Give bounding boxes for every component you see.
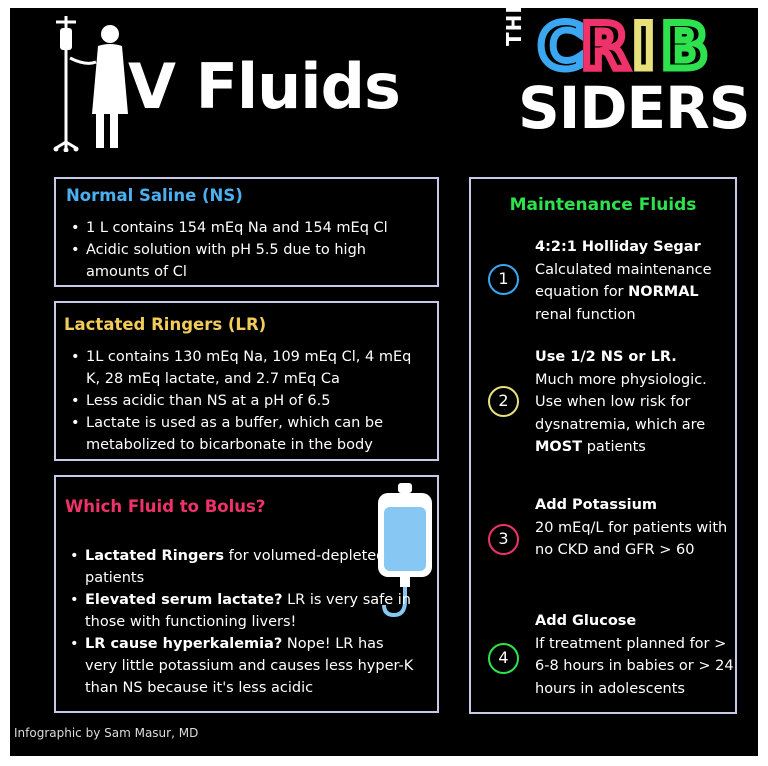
step-number-badge: 1 [488, 264, 519, 295]
normal-saline-card: Normal Saline (NS) 1 L contains 154 mEq … [54, 177, 439, 287]
maintenance-title: Maintenance Fluids [509, 195, 697, 215]
step-title: Add Potassium [535, 497, 657, 513]
list-item: Acidic solution with pH 5.5 due to high … [66, 239, 421, 283]
crib-letters: C R I B [536, 14, 712, 76]
bolus-card: Which Fluid to Bolus? Lactated Ringers f… [54, 475, 439, 713]
list-item: Elevated serum lactate? LR is very safe … [65, 589, 420, 633]
list-item: LR cause hyperkalemia? Nope! LR has very… [65, 633, 420, 699]
page-title: V Fluids [128, 50, 401, 123]
normal-saline-list: 1 L contains 154 mEq Na and 154 mEq Cl A… [66, 217, 421, 283]
svg-text:C: C [538, 14, 584, 76]
bolus-title: Which Fluid to Bolus? [65, 497, 266, 516]
brand-logo: THE C R I B SIDERS [502, 0, 751, 144]
svg-text:I: I [632, 14, 655, 76]
step-text: Use 1/2 NS or LR.Much more physiologic. … [535, 346, 735, 459]
lactated-ringers-title: Lactated Ringers (LR) [64, 315, 267, 334]
list-item: 1L contains 130 mEq Na, 109 mEq Cl, 4 mE… [66, 346, 421, 390]
list-item: Lactated Ringers for volumed-depleted pa… [65, 545, 420, 589]
normal-saline-title: Normal Saline (NS) [66, 186, 243, 205]
step-title: Use 1/2 NS or LR. [535, 349, 677, 365]
step-number-badge: 2 [488, 386, 519, 417]
list-item: Lactate is used as a buffer, which can b… [66, 412, 421, 456]
svg-text:B: B [661, 14, 708, 76]
list-item: Less acidic than NS at a pH of 6.5 [66, 390, 421, 412]
lactated-ringers-card: Lactated Ringers (LR) 1L contains 130 mE… [54, 301, 439, 461]
list-item: 1 L contains 154 mEq Na and 154 mEq Cl [66, 217, 421, 239]
brand-siders: SIDERS [518, 74, 751, 142]
lactated-ringers-list: 1L contains 130 mEq Na, 109 mEq Cl, 4 mE… [66, 346, 421, 456]
svg-text:R: R [581, 14, 629, 76]
maintenance-fluids-card: Maintenance Fluids 1 4:2:1 Holliday Sega… [469, 177, 737, 714]
step-title: 4:2:1 Holliday Segar [535, 239, 701, 255]
brand-the: THE [502, 0, 526, 46]
credit-line: Infographic by Sam Masur, MD [14, 726, 199, 740]
step-number-badge: 4 [488, 643, 519, 674]
step-number-badge: 3 [488, 524, 519, 555]
bolus-list: Lactated Ringers for volumed-depleted pa… [65, 545, 420, 699]
iv-pole-patient-icon [53, 16, 128, 152]
step-title: Add Glucose [535, 613, 637, 629]
